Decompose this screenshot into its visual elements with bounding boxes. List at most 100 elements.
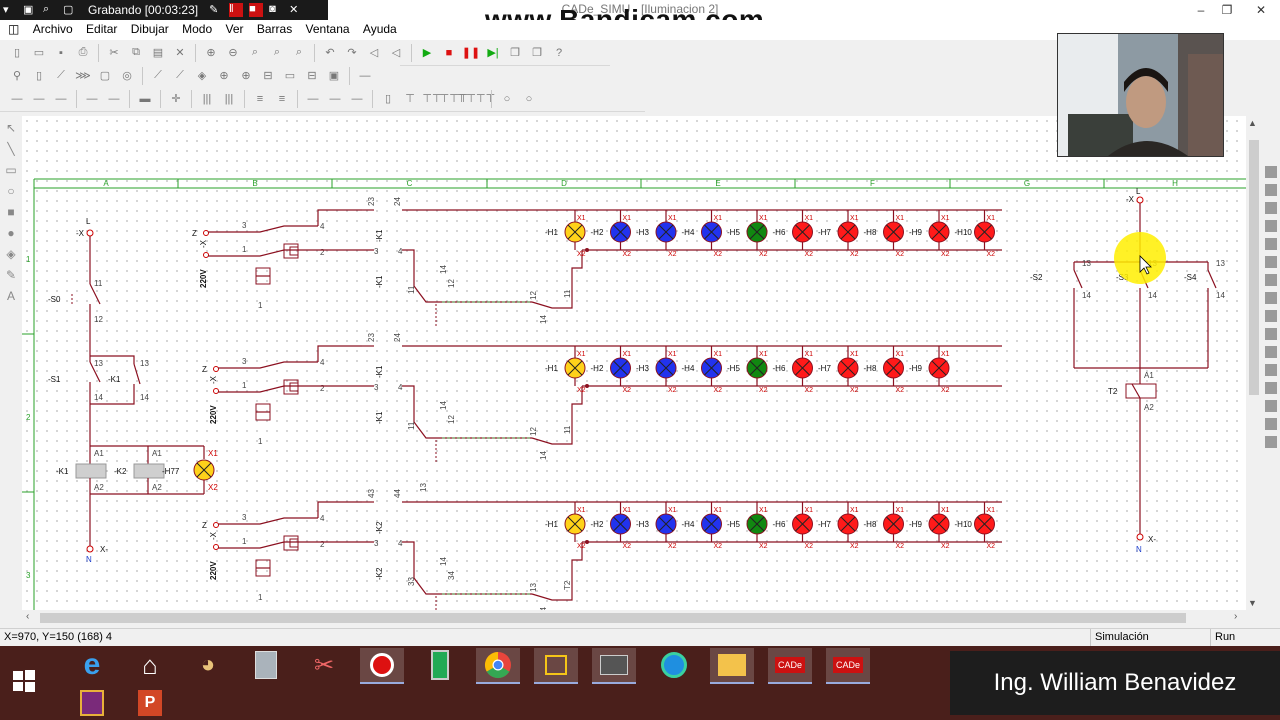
scroll-down-icon[interactable]: ▼ <box>1248 598 1257 608</box>
redo-icon[interactable]: ↷ <box>347 47 357 59</box>
palette-block-icon[interactable] <box>1265 184 1277 196</box>
file-explorer-icon[interactable] <box>710 648 754 684</box>
line-icon[interactable]: — <box>11 92 23 105</box>
terminal2-icon[interactable]: ⊤ <box>405 93 415 105</box>
pause-sim-icon[interactable]: ❚❚ <box>461 47 481 59</box>
bandicam-record-icon[interactable] <box>360 648 404 684</box>
capacitor-icon[interactable]: ⊟ <box>307 70 317 82</box>
zoom-in-icon[interactable]: ⊕ <box>206 47 216 59</box>
screen-pointer-icon[interactable] <box>534 648 578 684</box>
breaker-icon[interactable]: ⋙ <box>75 70 91 82</box>
horiz-bus2-icon[interactable]: ≡ <box>278 92 286 105</box>
palette-block-icon[interactable] <box>1265 256 1277 268</box>
window-tile-icon[interactable]: ❐ <box>532 47 542 59</box>
stop-sim-icon[interactable]: ■ <box>445 46 453 59</box>
restore-icon[interactable]: ❐ <box>1221 3 1233 17</box>
fill-bucket-icon[interactable]: ◈ <box>6 247 16 261</box>
line2-icon[interactable]: — <box>33 92 45 105</box>
copy-icon[interactable]: ⧉ <box>132 46 140 58</box>
resistor-icon[interactable]: ▭ <box>284 70 296 82</box>
rectangle-icon[interactable]: ▭ <box>5 163 17 177</box>
bus-icon[interactable]: — <box>86 92 98 105</box>
powerpoint-icon[interactable]: P <box>128 686 172 720</box>
palette-block-icon[interactable] <box>1265 436 1277 448</box>
palette-block-icon[interactable] <box>1265 346 1277 358</box>
play-icon[interactable]: ▶ <box>422 47 432 59</box>
camera-icon[interactable]: ◙ <box>269 3 276 15</box>
draw-line-icon[interactable]: ╲ <box>7 142 15 156</box>
home-icon[interactable]: ⌂ <box>142 649 158 680</box>
help-icon[interactable]: ? <box>555 46 563 59</box>
meter-icon[interactable]: ⊕ <box>241 70 251 82</box>
keyboard-icon[interactable] <box>592 648 636 684</box>
bus2-icon[interactable]: — <box>108 92 120 105</box>
terminal-icon[interactable]: ▯ <box>384 93 392 105</box>
sensor-icon[interactable]: ▣ <box>328 70 340 82</box>
menu-ventana[interactable]: Ventana <box>305 22 350 36</box>
cut-icon[interactable]: ✂ <box>109 47 119 59</box>
brush-icon[interactable]: ✎ <box>5 268 17 282</box>
internet-explorer-icon[interactable]: e <box>83 648 101 681</box>
contact-no-icon[interactable]: ⟋ <box>154 69 162 81</box>
plug2-icon[interactable]: ○ <box>525 92 533 105</box>
contact-nc-icon[interactable]: ⟋ <box>176 69 184 81</box>
vertical-scroll-thumb[interactable] <box>1249 140 1259 395</box>
menu-barras[interactable]: Barras <box>256 22 293 36</box>
winrar-icon[interactable] <box>70 686 114 720</box>
menu-editar[interactable]: Editar <box>86 22 118 36</box>
palette-block-icon[interactable] <box>1265 310 1277 322</box>
menu-archivo[interactable]: Archivo <box>32 22 73 36</box>
menu-ayuda[interactable]: Ayuda <box>362 22 397 36</box>
node-icon[interactable]: ✛ <box>171 93 181 105</box>
fuse-icon[interactable]: ▯ <box>35 70 43 82</box>
palette-block-icon[interactable] <box>1265 382 1277 394</box>
zoom-prev-icon[interactable]: ⌕ <box>295 46 303 58</box>
wire-icon[interactable]: — <box>359 69 371 82</box>
text-icon[interactable]: A <box>6 289 15 303</box>
junction-icon[interactable]: — <box>307 92 319 105</box>
pause-icon[interactable]: ‖ <box>229 3 244 17</box>
scroll-up-icon[interactable]: ▲ <box>1248 118 1257 128</box>
screen-icon[interactable]: ▢ <box>63 4 74 16</box>
pencil-icon[interactable]: ✎ <box>209 4 219 16</box>
horizontal-scroll-thumb[interactable] <box>40 613 1186 623</box>
chrome-icon[interactable] <box>476 648 520 684</box>
save-icon[interactable]: ▪ <box>59 46 63 59</box>
palette-block-icon[interactable] <box>1265 166 1277 178</box>
step-icon[interactable]: ▶| <box>487 47 499 59</box>
switch-icon[interactable]: ⟋ <box>57 69 65 81</box>
phone-app-icon[interactable] <box>418 648 462 682</box>
cade-simu-icon[interactable]: CADe <box>768 648 812 684</box>
relay-icon[interactable]: ▢ <box>99 70 111 82</box>
palette-block-icon[interactable] <box>1265 364 1277 376</box>
palette-block-icon[interactable] <box>1265 292 1277 304</box>
three-phase-icon[interactable]: ||| <box>202 92 212 105</box>
scroll-left-icon[interactable]: ‹ <box>26 611 30 622</box>
palette-block-icon[interactable] <box>1265 238 1277 250</box>
calculator-icon[interactable] <box>244 648 288 682</box>
paint-palette-icon[interactable]: ◕ <box>200 651 216 678</box>
plug-icon[interactable]: ○ <box>503 92 511 105</box>
line3-icon[interactable]: — <box>55 92 67 105</box>
search-icon[interactable]: ⌕ <box>43 3 50 15</box>
terminal5-icon[interactable]: ⊤⊤⊤⊤ <box>456 93 496 105</box>
print-icon[interactable]: ⎙ <box>78 46 88 58</box>
filled-rect-icon[interactable]: ■ <box>7 205 15 219</box>
palette-block-icon[interactable] <box>1265 220 1277 232</box>
timer-icon[interactable]: ⊟ <box>263 70 273 82</box>
new-file-icon[interactable]: ▯ <box>13 47 21 59</box>
palette-block-icon[interactable] <box>1265 328 1277 340</box>
stop-icon[interactable]: ■ <box>249 3 264 17</box>
menu-modo[interactable]: Modo <box>182 22 213 36</box>
window-cascade-icon[interactable]: ❐ <box>510 47 520 59</box>
horiz-bus-icon[interactable]: ≡ <box>256 92 264 105</box>
delete-icon[interactable]: ✕ <box>175 47 185 59</box>
zoom-fit-icon[interactable]: ⌕ <box>251 46 259 58</box>
zoom-window-icon[interactable]: ⌕ <box>273 46 281 58</box>
filled-circle-icon[interactable]: ● <box>7 226 15 240</box>
close-icon[interactable]: ✕ <box>289 4 299 16</box>
arrow-left-icon[interactable]: ◁ <box>369 47 379 59</box>
app-icon[interactable]: ◫ <box>8 22 20 36</box>
arrow-right-icon[interactable]: ◁ <box>391 47 401 59</box>
